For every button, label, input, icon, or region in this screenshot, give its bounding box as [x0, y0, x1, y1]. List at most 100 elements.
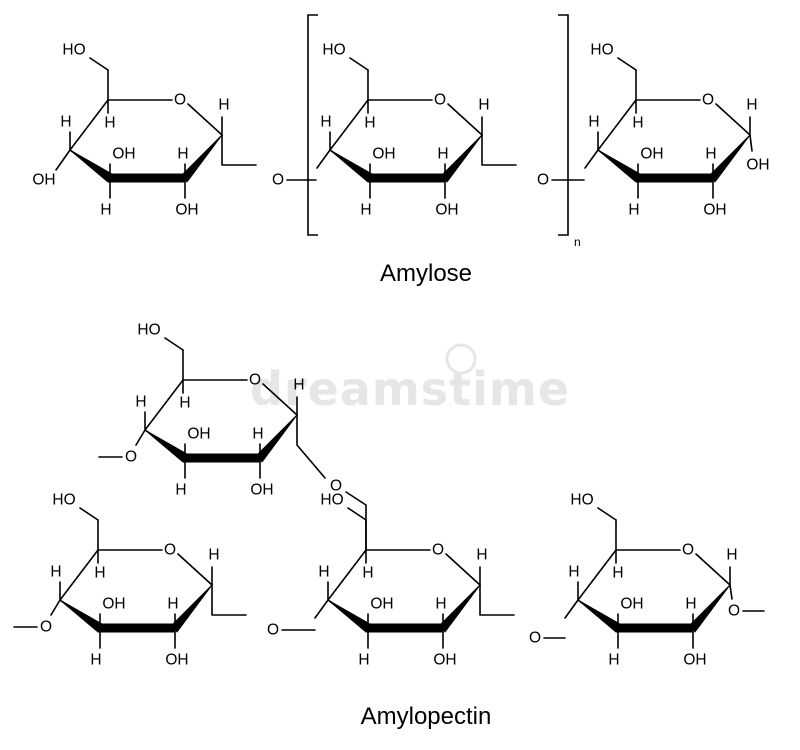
front-bond — [442, 134, 483, 183]
front-bond — [577, 599, 621, 633]
hydroxyl-label: OH — [435, 202, 458, 219]
glycosidic-oxygen-label: O — [728, 603, 740, 620]
glycosidic-oxygen-label: O — [529, 630, 541, 647]
hydroxymethyl-label: HO — [52, 492, 75, 509]
front-bond — [367, 173, 446, 183]
hydrogen-label: H — [293, 377, 304, 394]
front-bond — [182, 453, 261, 463]
hydrogen-label: H — [50, 564, 61, 581]
ring-oxygen-label: O — [174, 92, 186, 109]
hydrogen-label: H — [362, 565, 373, 582]
front-bond — [635, 173, 714, 183]
watermark-text: dreamstime — [250, 362, 570, 416]
ring-bond — [262, 383, 298, 416]
front-bond — [172, 584, 213, 633]
hydrogen-label: H — [90, 652, 101, 669]
repeat-brackets: n — [307, 14, 581, 249]
hydrogen-label: H — [135, 394, 146, 411]
hydroxyl-label: OH — [102, 596, 125, 613]
hydrogen-label: H — [252, 426, 263, 443]
hydrogen-label: H — [177, 146, 188, 163]
hydroxyl-label: OH — [703, 202, 726, 219]
hydrogen-label: H — [318, 564, 329, 581]
hydroxyl-label: OH — [372, 146, 395, 163]
ring-oxygen-label: O — [432, 542, 444, 559]
ch2oh-bond — [597, 507, 617, 521]
hydroxyl-label: OH — [640, 146, 663, 163]
glycosidic-bond — [221, 134, 257, 166]
hydrogen-label: H — [612, 565, 623, 582]
front-bond — [69, 149, 113, 183]
front-bond — [690, 584, 731, 633]
hydrogen-label: H — [628, 202, 639, 219]
hydrogen-label: H — [60, 114, 71, 131]
front-bond — [710, 134, 751, 183]
hydrogen-label: H — [568, 564, 579, 581]
glycosidic-bond — [50, 599, 61, 616]
amylopectin-linkages: O O O — [267, 414, 566, 647]
hydroxyl-label: OH — [250, 482, 273, 499]
hydroxyl-label: OH — [112, 146, 135, 163]
hydrogen-label: H — [608, 652, 619, 669]
hydroxymethyl-label: HO — [570, 492, 593, 509]
ring-oxygen-label: O — [249, 372, 261, 389]
front-bond — [107, 173, 186, 183]
ring-bond — [177, 553, 213, 586]
glycosidic-oxygen-label: O — [267, 622, 279, 639]
front-bond — [97, 623, 176, 633]
branch-glycosidic-bond — [345, 491, 367, 551]
hydrogen-label: H — [478, 97, 489, 114]
ring-oxygen-label: O — [702, 92, 714, 109]
amylose-label: Amylose — [380, 260, 472, 287]
glycosidic-bond — [584, 149, 599, 169]
front-bond — [182, 134, 223, 183]
hydrogen-label: H — [104, 115, 115, 132]
hydroxyl-label: OH — [433, 652, 456, 669]
left-bracket — [307, 14, 318, 236]
hydrogen-label: H — [358, 652, 369, 669]
glycosidic-oxygen-label: O — [125, 449, 137, 466]
ring-bond — [715, 103, 751, 136]
glycosidic-bond — [479, 584, 515, 616]
hydrogen-label: H — [705, 146, 716, 163]
hydroxymethyl-label: HO — [322, 42, 345, 59]
front-bond — [144, 429, 188, 463]
hydrogen-label: H — [726, 547, 737, 564]
front-bond — [329, 149, 373, 183]
molecule-layer: HOOHHOHHHOHHOHHOOHHOHHHOHHHOOHHOHHHOHHOH… — [13, 42, 770, 669]
watermark: dreamstime — [250, 343, 570, 416]
ch2oh-bond — [349, 57, 369, 71]
front-bond — [365, 623, 444, 633]
ring-bond — [447, 103, 483, 136]
glycosidic-bond — [481, 134, 517, 166]
front-bond — [597, 149, 641, 183]
repeat-subscript: n — [574, 235, 581, 249]
hydrogen-label: H — [175, 482, 186, 499]
hydrogen-label: H — [100, 202, 111, 219]
hydrogen-label: H — [685, 596, 696, 613]
right-bracket — [558, 14, 569, 236]
hydrogen-label: H — [320, 114, 331, 131]
ring-oxygen-label: O — [434, 92, 446, 109]
hydroxymethyl-label: HO — [62, 42, 85, 59]
hydroxymethyl-label: HO — [590, 42, 613, 59]
glycosidic-oxygen-label: O — [272, 172, 284, 189]
front-bond — [327, 599, 371, 633]
ch2oh-bond — [79, 507, 99, 521]
glycosidic-bond — [135, 429, 146, 446]
hydroxyl-label: OH — [187, 426, 210, 443]
hydrogen-label: H — [364, 115, 375, 132]
ring-bond — [445, 553, 481, 586]
hydrogen-label: H — [588, 114, 599, 131]
watermark-logo-icon — [445, 343, 477, 375]
glycosidic-oxygen-label: O — [537, 172, 549, 189]
amylopectin-label: Amylopectin — [361, 703, 492, 730]
front-bond — [615, 623, 694, 633]
hydrogen-label: H — [435, 596, 446, 613]
